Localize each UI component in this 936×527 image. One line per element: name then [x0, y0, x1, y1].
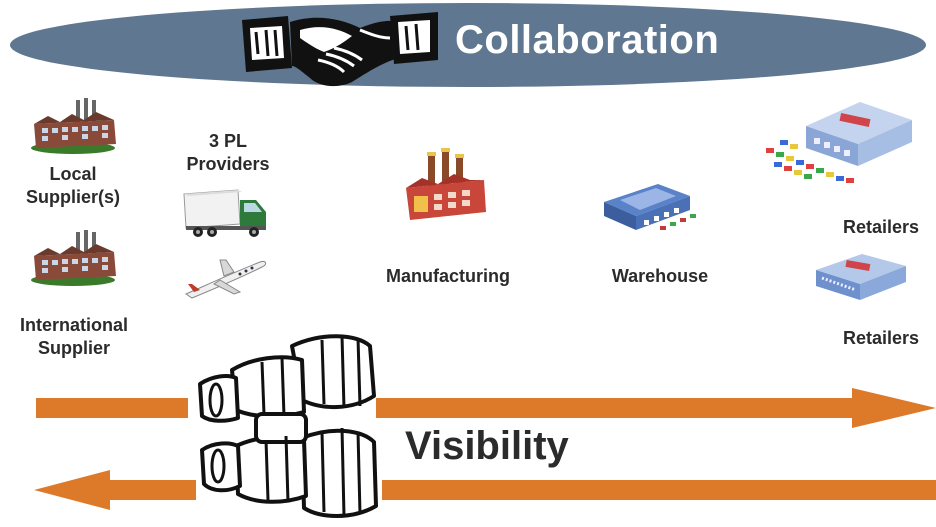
- forward-arrow: [36, 388, 936, 428]
- local-supplier-factory-icon: [31, 98, 116, 154]
- retailers-bottom-label: Retailers: [842, 328, 920, 348]
- third-party-logistics-line-1: 3 PL: [208, 131, 247, 151]
- visibility-label: Visibility: [405, 424, 569, 468]
- international-supplier-label: International Supplier: [4, 314, 144, 361]
- warehouse-label: Warehouse: [611, 266, 709, 286]
- warehouse-icon: [604, 184, 696, 230]
- manufacturing-factory-icon: [406, 148, 486, 220]
- manufacturing-label: Manufacturing: [386, 266, 510, 286]
- backward-arrow: [34, 470, 936, 510]
- third-party-logistics-label: 3 PL Providers: [168, 130, 288, 177]
- truck-icon: [183, 189, 266, 237]
- collaboration-title: Collaboration: [455, 18, 720, 62]
- local-supplier-label: Local Supplier(s): [18, 163, 128, 210]
- retailers-top-label: Retailers: [842, 217, 920, 237]
- collaboration-banner: [10, 3, 926, 87]
- retailer-store-bottom-icon: [816, 254, 906, 300]
- international-supplier-line-2: Supplier: [37, 338, 110, 359]
- international-supplier-factory-icon: [31, 230, 116, 286]
- international-supplier-line-1: International: [19, 315, 128, 335]
- binoculars-icon: [198, 334, 378, 518]
- local-supplier-line-2: Supplier(s): [25, 187, 120, 208]
- handshake-icon: [242, 12, 438, 87]
- third-party-logistics-line-2: Providers: [186, 154, 270, 175]
- retailer-store-top-icon: [766, 102, 912, 183]
- local-supplier-line-1: Local: [49, 164, 97, 184]
- airplane-icon: [184, 259, 267, 299]
